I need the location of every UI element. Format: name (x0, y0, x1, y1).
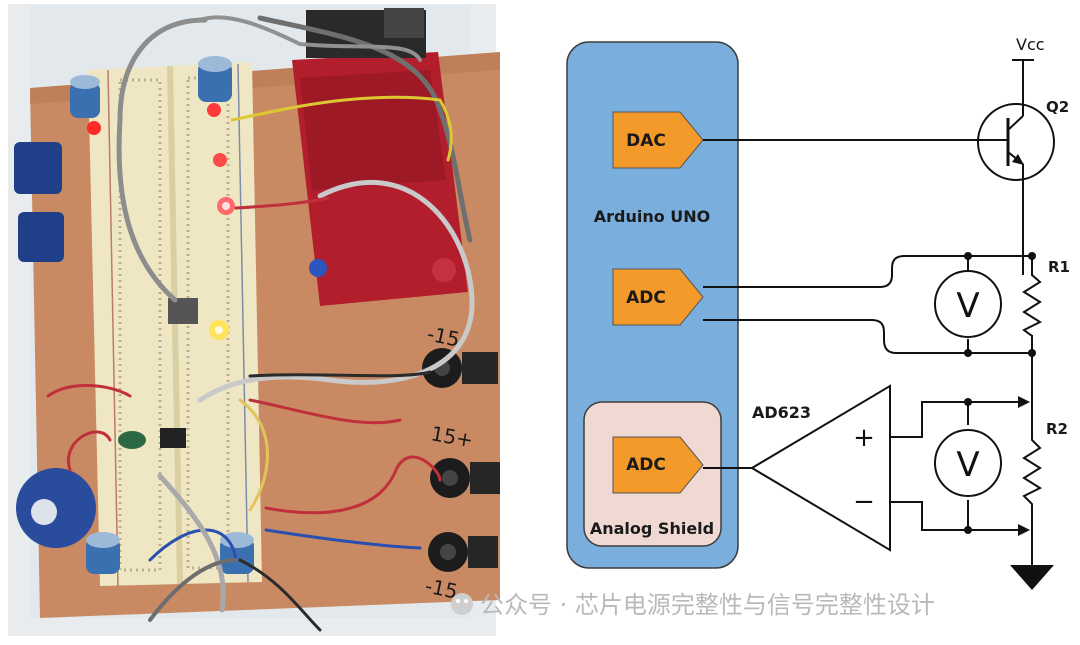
banana-jacks (422, 348, 500, 572)
capacitors (70, 56, 254, 574)
amp-minus-sign: − (853, 487, 875, 517)
vcc-label: Vcc (1016, 35, 1045, 54)
schematic-wires (703, 59, 1034, 565)
ad623-label: AD623 (752, 403, 811, 422)
dac-label: DAC (626, 131, 666, 151)
adc-label-1: ADC (626, 288, 666, 308)
handwritten-labels: -15 15+ -15 (423, 321, 475, 603)
adc-label-2: ADC (626, 455, 666, 475)
voltmeter-2 (934, 429, 1002, 497)
adc-block-1 (612, 268, 704, 326)
q2-label: Q2 (1046, 98, 1069, 116)
r2-label: R2 (1046, 420, 1068, 438)
transistor-q2 (977, 103, 1055, 181)
voltmeter-1-label: V (956, 286, 979, 326)
ic-chip (168, 298, 198, 324)
amp-plus-sign: + (853, 423, 875, 453)
r1-label: R1 (1048, 258, 1070, 276)
schematic: Arduino UNO Analog Shield DAC ADC ADC (566, 35, 1070, 590)
potentiometers (14, 142, 96, 548)
resistor-r1 (1022, 256, 1043, 353)
ad623-amplifier (750, 384, 891, 552)
adc-block-2 (612, 436, 704, 494)
voltmeter-2-label: V (956, 445, 979, 485)
leds (87, 103, 235, 340)
arrow-heads (1018, 396, 1030, 536)
analog-shield-label: Analog Shield (590, 519, 714, 538)
ground-symbol (1010, 565, 1054, 590)
junction-dots (964, 252, 1036, 534)
wires (46, 15, 475, 632)
resistor-r2 (1022, 402, 1043, 530)
voltmeter-1 (934, 270, 1002, 338)
watermark-text: 公众号 · 芯片电源完整性与信号完整性设计 (480, 591, 935, 619)
breadboard-photo: -15 15+ -15 (8, 4, 500, 636)
watermark: 公众号 · 芯片电源完整性与信号完整性设计 (451, 591, 935, 619)
dac-block (612, 111, 704, 169)
arduino-uno-label: Arduino UNO (594, 207, 711, 226)
